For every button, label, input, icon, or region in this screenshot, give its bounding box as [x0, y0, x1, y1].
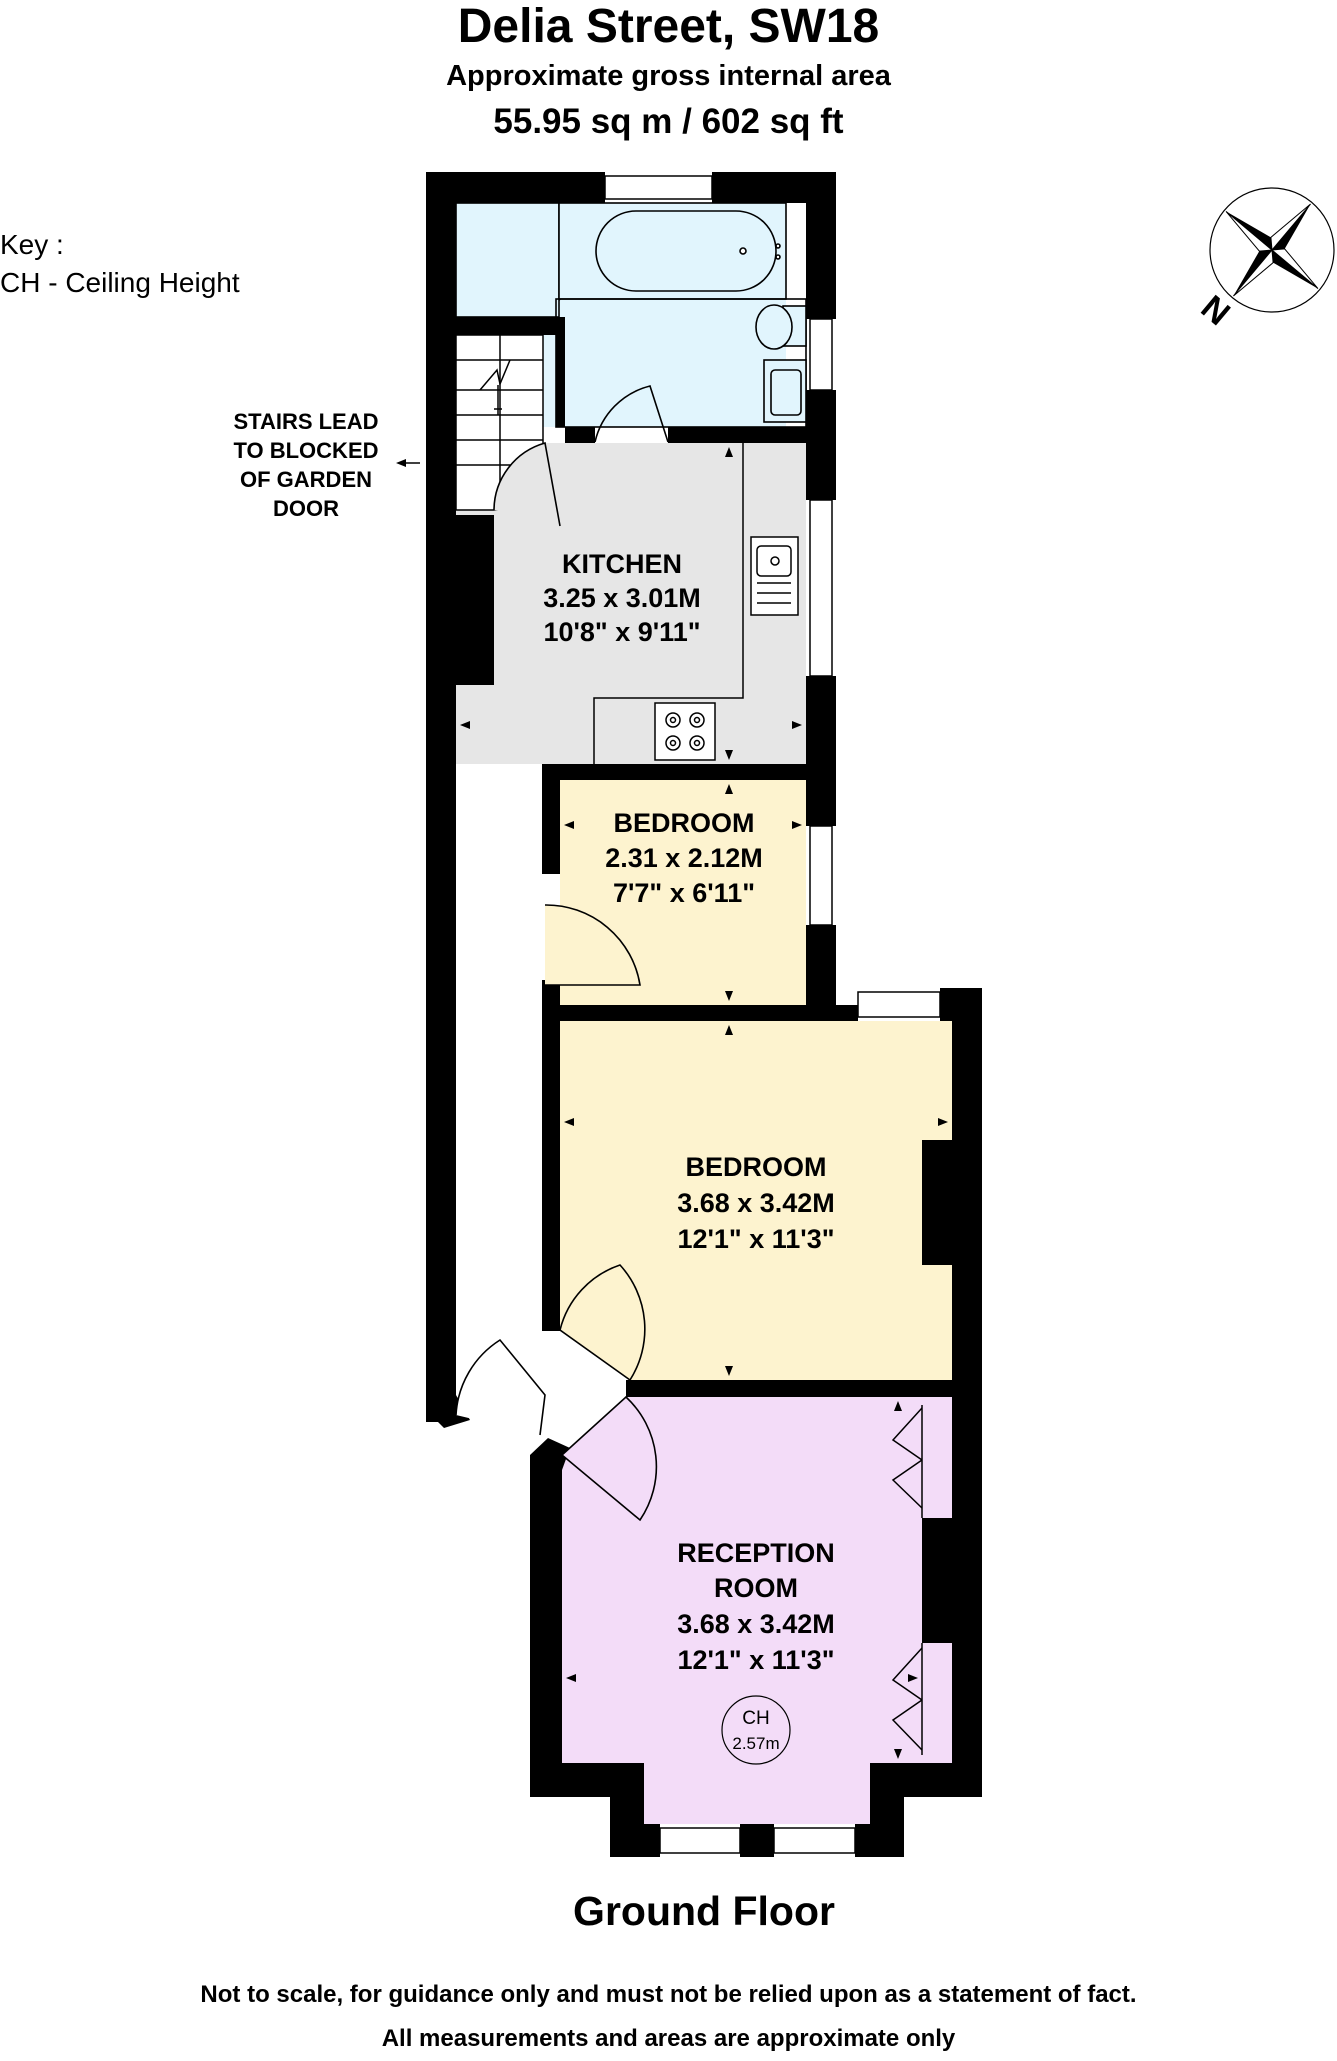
compass-icon: [1209, 187, 1335, 313]
windows: [604, 175, 941, 1854]
walls: [426, 172, 982, 1857]
stairs-note-line: DOOR: [273, 496, 339, 521]
bedroom-small-imperial: 7'7" x 6'11": [613, 878, 755, 908]
bedroom-large-imperial: 12'1" x 11'3": [677, 1224, 834, 1254]
area-subtitle: Approximate gross internal area: [446, 60, 891, 92]
stairs-note-line: STAIRS LEAD: [233, 409, 379, 434]
kitchen-metric: 3.25 x 3.01M: [543, 583, 701, 613]
kitchen-worktop: [593, 443, 799, 764]
key-legend: Key : CH - Ceiling Height: [0, 226, 240, 302]
stairs-note-line: TO BLOCKED: [233, 438, 379, 463]
bathroom-fixtures: [455, 202, 807, 443]
bedroom-large-fill: [560, 1021, 952, 1380]
small-bedroom-door: [544, 904, 641, 986]
kitchen-imperial: 10'8" x 9'11": [543, 617, 700, 647]
ceiling-height-marker: [721, 1695, 791, 1765]
entrance-door: [455, 1338, 546, 1436]
stairs-arrow: [396, 459, 420, 467]
reception-door: [560, 1395, 658, 1522]
reception-imperial: 12'1" x 11'3": [677, 1645, 834, 1675]
bedroom-large-metric: 3.68 x 3.42M: [677, 1188, 835, 1218]
ch-value: 2.57m: [732, 1734, 779, 1753]
dimension-arrows: [460, 447, 948, 1759]
gross-area: 55.95 sq m / 602 sq ft: [493, 102, 844, 141]
bedroom-small-metric: 2.31 x 2.12M: [605, 843, 763, 873]
reception-cupboards: [891, 1405, 923, 1755]
kitchen-fill: [456, 443, 806, 764]
reception-name-line2: ROOM: [714, 1573, 798, 1603]
bedroom-small-name: BEDROOM: [614, 808, 755, 838]
ch-label: CH: [742, 1708, 769, 1729]
key-entry-ch: CH - Ceiling Height: [0, 267, 240, 298]
reception-fill: [562, 1397, 952, 1824]
floor-label: Ground Floor: [573, 1888, 835, 1934]
bedroom-large-name: BEDROOM: [686, 1152, 827, 1182]
disclaimer-line: Not to scale, for guidance only and must…: [200, 1981, 1137, 2008]
key-heading: Key :: [0, 229, 64, 260]
stairs-note-line: OF GARDEN: [240, 467, 372, 492]
kitchen-door: [493, 441, 561, 527]
stairs-note: STAIRS LEAD TO BLOCKED OF GARDEN DOOR: [210, 407, 402, 523]
large-bedroom-door: [559, 1264, 646, 1382]
reception-metric: 3.68 x 3.42M: [677, 1609, 835, 1639]
kitchen-name: KITCHEN: [562, 549, 682, 579]
disclaimer-line: All measurements and areas are approxima…: [381, 2025, 956, 2052]
page-title: Delia Street, SW18: [457, 0, 880, 53]
compass-north-label: N: [1194, 288, 1237, 333]
reception-name-line1: RECEPTION: [677, 1538, 835, 1568]
